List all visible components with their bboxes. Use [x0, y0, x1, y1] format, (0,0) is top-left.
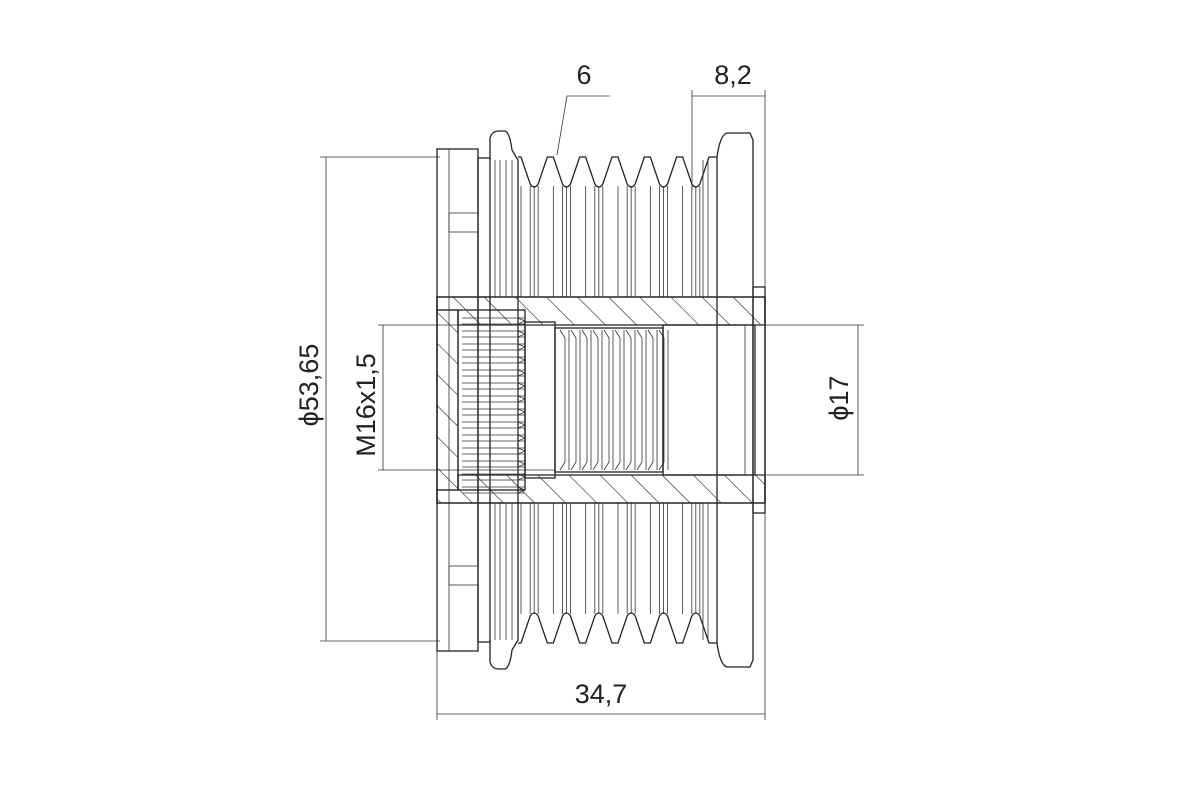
dimension-thread: M16x1,5: [351, 324, 555, 471]
spline-tooth: [462, 447, 527, 455]
spline-tooth: [462, 317, 527, 325]
lock-slot: [448, 565, 479, 586]
spline-tooth: [462, 395, 527, 403]
groove-count-label: 6: [576, 60, 591, 90]
spline-tooth: [462, 330, 527, 338]
thread-line: [658, 329, 669, 471]
spline-tooth: [462, 486, 527, 494]
left-rib: [489, 130, 519, 670]
spline-tooth: [462, 382, 527, 390]
thread-line: [559, 329, 570, 471]
counterbore: [524, 321, 556, 479]
pulley-body: [436, 130, 766, 670]
overall-length-label: 34,7: [575, 679, 628, 709]
spline-tooth: [462, 356, 527, 364]
groove-profile-bottom: [518, 612, 717, 644]
spline-tooth: [462, 343, 527, 351]
dimension-bore-diameter: ϕ17: [740, 324, 864, 476]
thread-line: [570, 329, 581, 471]
thread-line: [603, 329, 614, 471]
spline-tooth: [462, 421, 527, 429]
outer-diameter-label: ϕ53,65: [294, 344, 324, 427]
thread-line: [647, 329, 658, 471]
section-outline: [436, 296, 766, 504]
leader-line: [556, 95, 610, 156]
right-flange: [716, 132, 754, 668]
spline-tooth: [462, 460, 527, 468]
spline-tooth: [462, 369, 527, 377]
thread-line: [614, 329, 625, 471]
dimension-overall-length: 34,7: [436, 510, 766, 720]
flange-width-label: 8,2: [714, 60, 752, 90]
lock-slot: [448, 212, 479, 233]
spline-tooth: [462, 408, 527, 416]
thread-line: [592, 329, 603, 471]
left-face-section: [436, 309, 459, 491]
dimension-outer-diameter: ϕ53,65: [294, 156, 440, 642]
thread-label: M16x1,5: [351, 353, 381, 457]
dimension-flange-width: 8,2: [691, 60, 766, 290]
left-step: [477, 157, 491, 643]
groove-count-leader: 6: [556, 60, 610, 156]
plain-bore: [662, 324, 756, 476]
thread-line: [581, 329, 592, 471]
bore-diameter-label: ϕ17: [824, 375, 854, 420]
thread-line: [636, 329, 647, 471]
spline-tooth: [462, 434, 527, 442]
groove-profile-top: [518, 156, 717, 188]
thread-line: [625, 329, 636, 471]
